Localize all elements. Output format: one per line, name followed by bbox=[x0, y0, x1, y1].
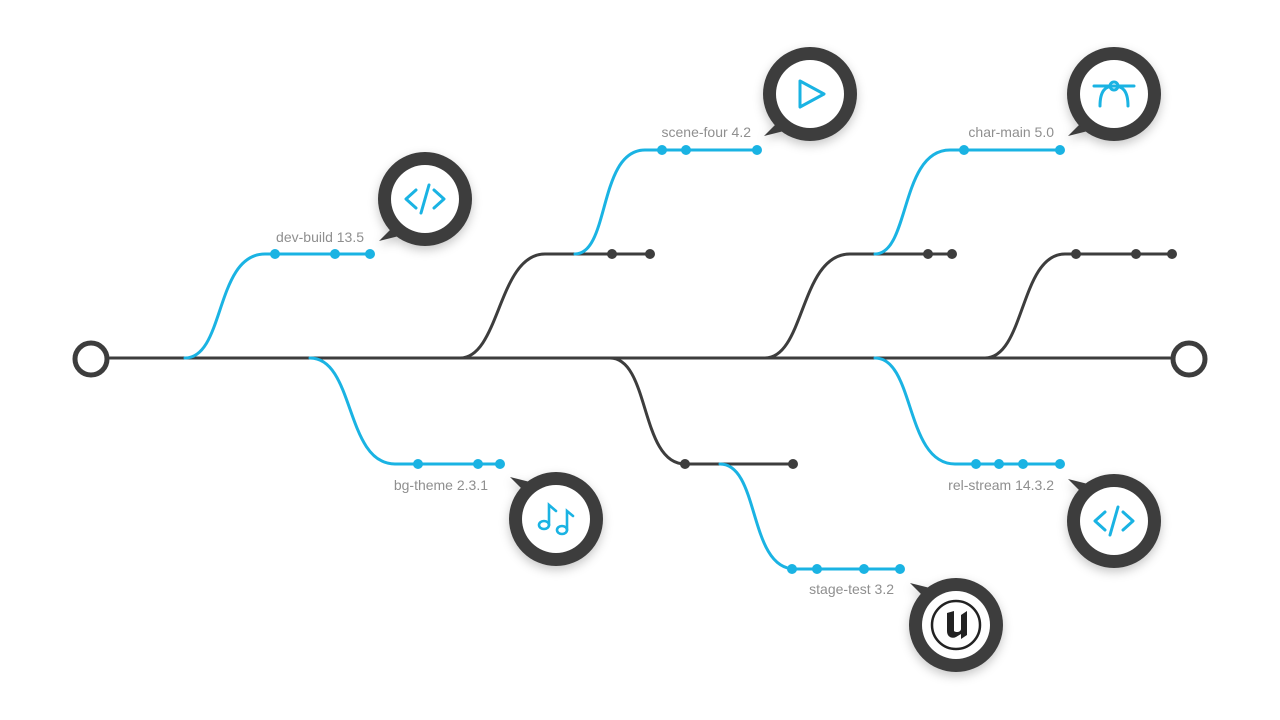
commit-dot[interactable] bbox=[959, 145, 969, 155]
commit-dot[interactable] bbox=[787, 564, 797, 574]
commit-dot[interactable] bbox=[947, 249, 957, 259]
main-lines bbox=[108, 252, 1174, 466]
branch-label: dev-build 13.5 bbox=[276, 229, 364, 245]
commit-dot[interactable] bbox=[812, 564, 822, 574]
commit-dot[interactable] bbox=[752, 145, 762, 155]
bubble-stage-test[interactable] bbox=[909, 578, 1003, 672]
branch-label: bg-theme 2.3.1 bbox=[394, 477, 488, 493]
commit-dot[interactable] bbox=[607, 249, 617, 259]
commit-dot[interactable] bbox=[681, 145, 691, 155]
commit-dot[interactable] bbox=[680, 459, 690, 469]
commit-dot[interactable] bbox=[1131, 249, 1141, 259]
unreal-engine-logo-icon bbox=[930, 599, 982, 651]
bubble-bg-theme[interactable] bbox=[509, 472, 603, 566]
commit-dot[interactable] bbox=[895, 564, 905, 574]
play-icon bbox=[798, 79, 826, 109]
branch-line-scene-four bbox=[573, 148, 759, 256]
grey-branch-lower-1 bbox=[608, 356, 795, 466]
commit-dot[interactable] bbox=[330, 249, 340, 259]
main-commit-dots bbox=[607, 249, 1177, 469]
start-node[interactable] bbox=[72, 340, 110, 378]
branch-line-stage-test bbox=[718, 462, 902, 571]
branch-line-dev-build bbox=[183, 252, 372, 360]
commit-dot[interactable] bbox=[859, 564, 869, 574]
commit-dot[interactable] bbox=[365, 249, 375, 259]
bubble-dev-build[interactable] bbox=[378, 152, 472, 246]
commit-dot[interactable] bbox=[1055, 459, 1065, 469]
commit-dot[interactable] bbox=[645, 249, 655, 259]
feature-lines bbox=[183, 148, 1062, 571]
commit-dot[interactable] bbox=[473, 459, 483, 469]
bubble-scene-four[interactable] bbox=[763, 47, 857, 141]
commit-dot[interactable] bbox=[788, 459, 798, 469]
commit-dot[interactable] bbox=[1055, 145, 1065, 155]
commit-dot[interactable] bbox=[413, 459, 423, 469]
branch-label: rel-stream 14.3.2 bbox=[948, 477, 1054, 493]
branch-label: stage-test 3.2 bbox=[809, 581, 894, 597]
commit-dot[interactable] bbox=[923, 249, 933, 259]
branch-labels: dev-build 13.5 scene-four 4.2 char-main … bbox=[276, 124, 1054, 597]
commit-dot[interactable] bbox=[495, 459, 505, 469]
commit-dot[interactable] bbox=[1071, 249, 1081, 259]
code-icon bbox=[404, 183, 446, 215]
code-icon bbox=[1093, 505, 1135, 537]
bubble-rel-stream[interactable] bbox=[1067, 474, 1161, 568]
branch-line-bg-theme bbox=[308, 356, 502, 466]
bezier-pen-icon bbox=[1092, 80, 1136, 108]
grey-branch-upper-2 bbox=[763, 252, 954, 360]
branch-label: scene-four 4.2 bbox=[662, 124, 752, 140]
branch-line-char-main bbox=[873, 148, 1062, 256]
commit-dot[interactable] bbox=[994, 459, 1004, 469]
commit-dot[interactable] bbox=[270, 249, 280, 259]
branch-line-rel-stream bbox=[873, 356, 1062, 466]
feature-commit-dots bbox=[270, 145, 1065, 574]
grey-branch-upper-3 bbox=[983, 252, 1174, 360]
end-node[interactable] bbox=[1170, 340, 1208, 378]
branch-label: char-main 5.0 bbox=[968, 124, 1054, 140]
commit-dot[interactable] bbox=[1167, 249, 1177, 259]
commit-dot[interactable] bbox=[657, 145, 667, 155]
bubble-char-main[interactable] bbox=[1067, 47, 1161, 141]
music-notes-icon bbox=[537, 502, 575, 536]
commit-dot[interactable] bbox=[971, 459, 981, 469]
grey-branch-upper-1 bbox=[458, 252, 652, 360]
commit-dot[interactable] bbox=[1018, 459, 1028, 469]
